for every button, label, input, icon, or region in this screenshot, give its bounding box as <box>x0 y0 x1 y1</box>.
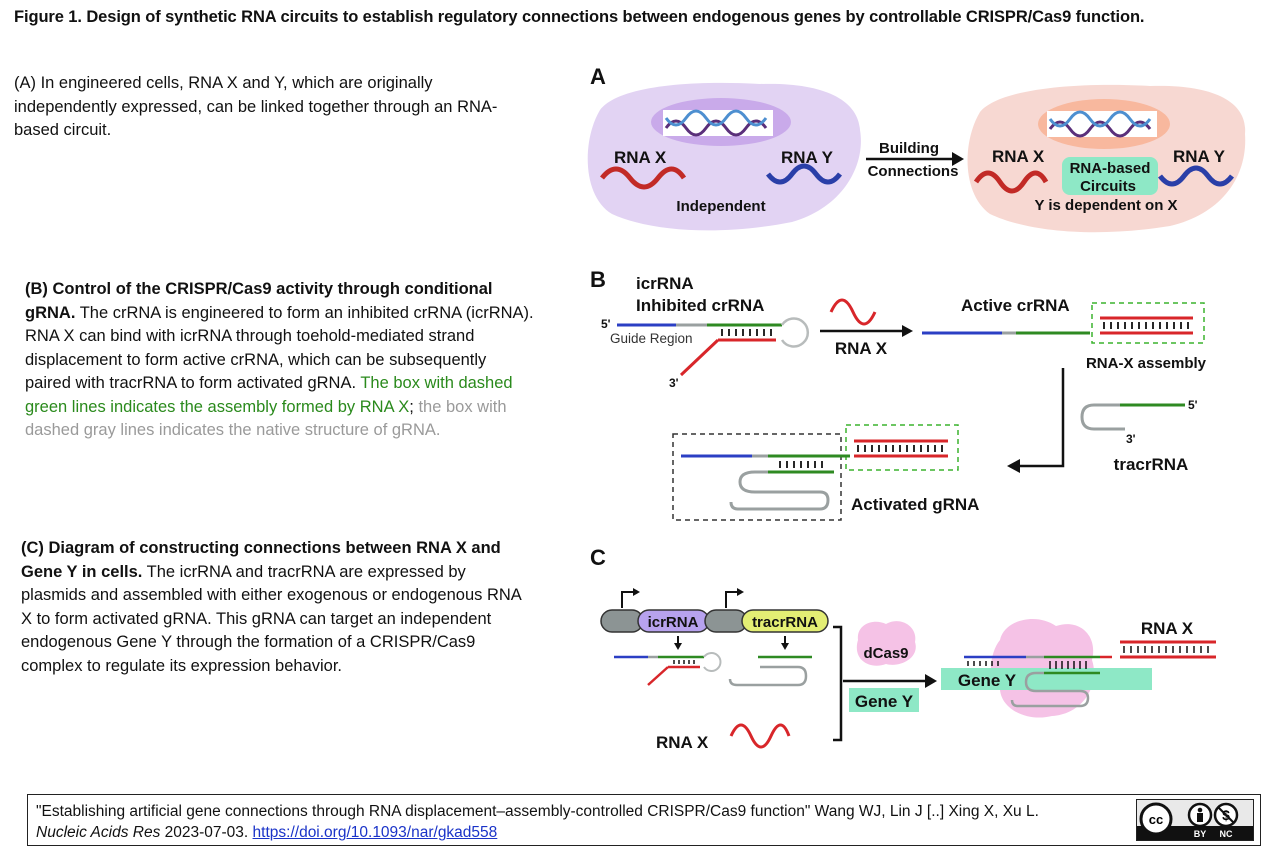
a-rna-x-label-right: RNA X <box>992 147 1045 166</box>
connections-label: Connections <box>868 163 959 180</box>
activated-grna-structure <box>681 439 948 511</box>
b-down-left-arrow-head-icon <box>1007 459 1020 473</box>
guide-region-label: Guide Region <box>610 331 693 346</box>
gene-y-box-small <box>849 688 919 712</box>
tracrrna-structure <box>1080 403 1185 431</box>
caption-b-heading: (B) Control of the CRISPR/Cas9 activity … <box>25 280 493 322</box>
b-five-prime: 5' <box>601 317 611 331</box>
c-arrow-head-icon <box>925 674 937 688</box>
b-rna-x-label: RNA X <box>835 339 888 358</box>
c-complex-grna <box>964 655 1112 708</box>
b-down-left-arrow <box>1018 368 1065 468</box>
active-crrna-label: Active crRNA <box>961 296 1070 315</box>
icrrna-structure <box>617 317 810 377</box>
citation-date: 2023-07-03. <box>160 824 253 841</box>
a-rna-x-label: RNA X <box>614 148 667 167</box>
c-rna-x-wave-icon <box>729 723 791 749</box>
c-icrrna-structure <box>614 652 722 686</box>
b-three-prime: 3' <box>669 376 679 390</box>
dna-helix-right-icon <box>1048 110 1152 138</box>
cc-license-badge: cc $ BY NC <box>1136 799 1254 841</box>
activated-assembly-box <box>845 424 959 471</box>
rna-y-wave-right-icon <box>1158 165 1234 187</box>
citation-text: "Establishing artificial gene connection… <box>36 801 1039 843</box>
gene-y-label-large: Gene Y <box>958 671 1017 690</box>
c-rna-x-label: RNA X <box>656 733 709 752</box>
rna-y-wave-left-icon <box>766 163 842 185</box>
c-expression-arrows <box>674 636 789 650</box>
caption-b-body: The crRNA is engineered to form an inhib… <box>25 303 534 393</box>
rna-x-wave-right-icon <box>973 170 1049 194</box>
caption-b-sep: ; <box>409 397 414 416</box>
a-rna-y-label: RNA Y <box>781 148 834 167</box>
dcas9-label: dCas9 <box>863 645 908 662</box>
assembly-duplex <box>1100 316 1193 335</box>
journal-name: Nucleic Acids Res <box>36 824 161 841</box>
independent-label: Independent <box>676 198 765 215</box>
caption-b-gray-note: the box with dashed gray lines indicates… <box>25 397 507 440</box>
doi-link[interactable]: https://doi.org/10.1093/nar/gkad558 <box>252 824 498 841</box>
rna-x-wave-left-icon <box>600 166 687 190</box>
c-rna-x-duplex <box>1120 640 1216 659</box>
a-rna-y-label-right: RNA Y <box>1173 147 1226 166</box>
figure-diagram: A RNA X RNA Y Independent Building Conne… <box>587 64 1246 752</box>
cc-text: cc <box>1149 812 1163 827</box>
building-arrow-head-icon <box>952 152 964 166</box>
native-grna-box <box>672 433 842 521</box>
rna-x-assembly-label: RNA-X assembly <box>1086 355 1207 372</box>
dependent-label: Y is dependent on X <box>1034 197 1177 214</box>
by-label: BY <box>1194 829 1207 839</box>
citation-line2: Nucleic Acids Res 2023-07-03. https://do… <box>36 822 1039 843</box>
panel-c-letter: C <box>590 545 606 570</box>
rna-circuit-box <box>1062 157 1158 195</box>
citation-line1: "Establishing artificial gene connection… <box>36 803 1039 820</box>
icrrna-label: icrRNA <box>636 274 694 293</box>
cc-icon <box>1139 802 1173 836</box>
tracr-three-prime: 3' <box>1126 432 1136 446</box>
caption-c-heading: (C) Diagram of constructing connections … <box>21 539 501 581</box>
panel-b-letter: B <box>590 267 606 292</box>
circuit-line1: RNA-based <box>1070 160 1151 177</box>
b-arrow-head-icon <box>902 325 913 337</box>
panel-a-letter: A <box>590 64 606 89</box>
c-icrrna-label: icrRNA <box>648 614 699 631</box>
caption-b-green-note: The box with dashed green lines indicate… <box>25 374 513 416</box>
caption-b: (B) Control of the CRISPR/Cas9 activity … <box>25 278 535 443</box>
tracrrna-label: tracrRNA <box>1114 455 1189 474</box>
c-rna-x-label-right: RNA X <box>1141 619 1194 638</box>
figure-title: Figure 1. Design of synthetic RNA circui… <box>14 8 1145 26</box>
inhibited-crrna-label: Inhibited crRNA <box>636 296 764 315</box>
caption-c: (C) Diagram of constructing connections … <box>21 537 531 678</box>
citation-box: "Establishing artificial gene connection… <box>27 794 1261 846</box>
c-bracket <box>833 625 843 742</box>
dcas9-blob-small <box>856 621 916 666</box>
tracr-five-prime: 5' <box>1188 398 1198 412</box>
caption-c-body: The icrRNA and tracrRNA are expressed by… <box>21 562 521 675</box>
circuit-line2: Circuits <box>1080 178 1136 195</box>
dna-helix-left-icon <box>664 109 768 137</box>
caption-a: (A) In engineered cells, RNA X and Y, wh… <box>14 74 498 139</box>
building-label: Building <box>879 140 939 157</box>
gene-y-label-small: Gene Y <box>855 692 914 711</box>
c-tracrrna-label: tracrRNA <box>752 614 818 631</box>
nc-label: NC <box>1220 829 1233 839</box>
activated-grna-label: Activated gRNA <box>851 495 979 514</box>
plasmid-construct <box>600 588 829 633</box>
b-rna-x-wave-icon <box>829 298 877 326</box>
rna-x-assembly-box <box>1091 302 1205 344</box>
c-tracrrna-structure <box>728 655 812 687</box>
